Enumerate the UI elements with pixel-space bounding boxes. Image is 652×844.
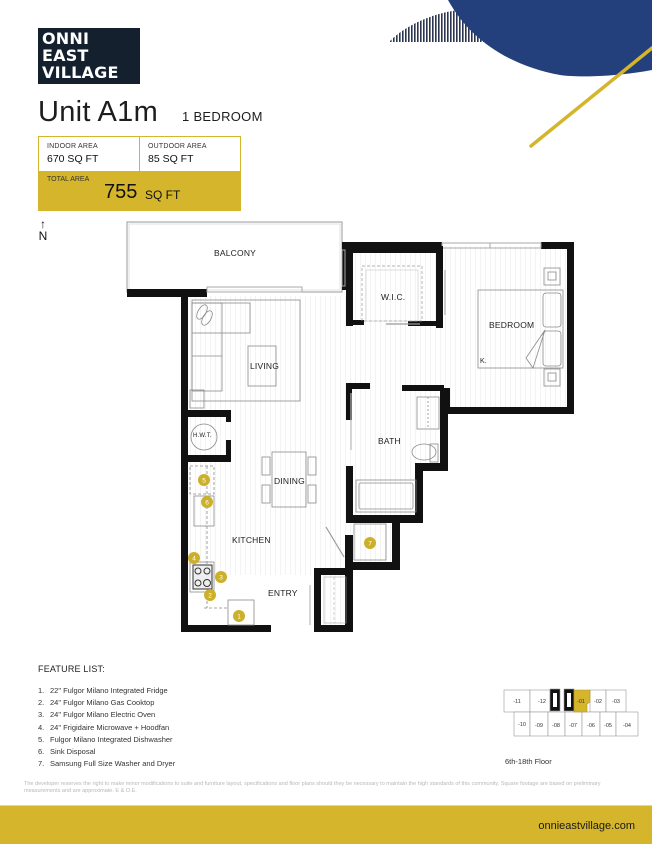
svg-text:4: 4 (192, 556, 196, 563)
area-summary-box: INDOOR AREA 670 SQ FT OUTDOOR AREA 85 SQ… (38, 136, 241, 211)
floor-key-plan: -11 -12 -01 -02 -03 -10 -09 -08 -07 -06 … (503, 688, 639, 737)
footer-bar: onnieastvillage.com (0, 805, 652, 844)
keyplan-unit-07: -07 (569, 723, 577, 729)
room-label-hwt: H.W.T. (193, 433, 212, 439)
floor-area (186, 246, 570, 628)
floor-range-label: 6th-18th Floor (505, 757, 552, 766)
total-area-label: TOTAL AREA (47, 176, 90, 183)
highlighted-unit-01 (573, 689, 591, 713)
bath-fixtures (350, 393, 440, 513)
unit-title: Unit A1m (38, 96, 159, 128)
room-label-bath: BATH (378, 436, 401, 446)
bedroom-furniture (477, 267, 564, 387)
balcony-outline (126, 221, 343, 293)
keyplan-unit-02: -02 (594, 699, 602, 705)
hwt-tank (190, 423, 218, 451)
keyplan-unit-09: -09 (535, 723, 543, 729)
onni-east-village-logo: ONNI EAST VILLAGE (38, 28, 140, 84)
room-label-kitchen: KITCHEN (232, 535, 271, 545)
keyplan-unit-05: -05 (604, 723, 612, 729)
feature-list-title: FEATURE LIST: (38, 664, 105, 674)
room-label-balcony: BALCONY (214, 248, 257, 258)
interior-walls (181, 246, 444, 523)
feature-markers: 1 2 3 4 5 6 7 (188, 474, 376, 622)
room-label-living: LIVING (250, 361, 280, 371)
kitchen-counter (189, 465, 255, 626)
room-label-entry: ENTRY (268, 588, 298, 598)
outdoor-area-value: 85 SQ FT (148, 153, 194, 165)
feature-item: 6.Sink Disposal (38, 747, 96, 757)
feature-item: 1.22" Fulgor Milano Integrated Fridge (38, 686, 168, 695)
svg-text:5: 5 (202, 478, 206, 485)
unit-type: 1 BEDROOM (182, 109, 263, 124)
svg-text:1: 1 (237, 614, 241, 621)
feature-item: 5.Fulgor Milano Integrated Dishwasher (38, 734, 173, 744)
logo-line-3: VILLAGE (42, 63, 119, 82)
living-furniture (189, 299, 301, 409)
feature-item: 3.24" Fulgor Milano Electric Oven (38, 710, 156, 720)
outdoor-area-cell: OUTDOOR AREA 85 SQ FT (140, 137, 240, 171)
bed-size-label: K. (480, 358, 488, 365)
room-label-bedroom: BEDROOM (489, 320, 535, 330)
logo-line-2: EAST (42, 46, 89, 65)
keyplan-unit-11: -11 (513, 699, 521, 705)
logo-line-1: ONNI (42, 29, 90, 48)
room-label-dining: DINING (274, 476, 305, 486)
keyplan-unit-10: -10 (518, 722, 526, 728)
legal-disclaimer: The developer reserves the right to make… (24, 781, 601, 794)
indoor-area-cell: INDOOR AREA 670 SQ FT (39, 137, 140, 171)
indoor-area-value: 670 SQ FT (47, 153, 99, 165)
feature-list: FEATURE LIST: 1.22" Fulgor Milano Integr… (38, 664, 175, 770)
svg-text:3: 3 (219, 575, 223, 582)
feature-item: 7.Samsung Full Size Washer and Dryer (38, 759, 176, 769)
laundry-closet (353, 523, 387, 561)
svg-text:6: 6 (205, 500, 209, 507)
room-label-wic: W.I.C. (381, 292, 406, 302)
keyplan-unit-12: -12 (538, 699, 546, 705)
dining-set (261, 451, 317, 508)
svg-text:2: 2 (208, 593, 212, 600)
keyplan-unit-06: -06 (587, 723, 595, 729)
feature-item: 4.24" Frigidaire Microwave + Hoodfan (38, 722, 170, 732)
north-indicator: ↑ N (37, 218, 49, 242)
north-label: N (38, 229, 48, 243)
indoor-area-label: INDOOR AREA (47, 143, 98, 150)
floor-plan-drawing: 1 2 3 4 5 6 7 (126, 221, 574, 632)
windows (206, 242, 542, 293)
website-link[interactable]: onnieastvillage.com (538, 820, 635, 832)
total-area-row: TOTAL AREA 755 SQ FT (39, 171, 240, 210)
outdoor-area-label: OUTDOOR AREA (148, 143, 207, 150)
svg-text:7: 7 (368, 541, 372, 548)
keyplan-unit-03: -03 (612, 699, 620, 705)
total-area-number: 755 (104, 181, 138, 203)
cooktop (192, 564, 213, 590)
feature-item: 2.24" Fulgor Milano Gas Cooktop (38, 698, 155, 708)
north-arrow-icon: ↑ (40, 217, 46, 231)
keyplan-unit-04: -04 (623, 723, 631, 729)
keyplan-unit-08: -08 (552, 723, 560, 729)
keyplan-unit-01: -01 (577, 699, 585, 705)
total-area-unit: SQ FT (145, 188, 181, 202)
